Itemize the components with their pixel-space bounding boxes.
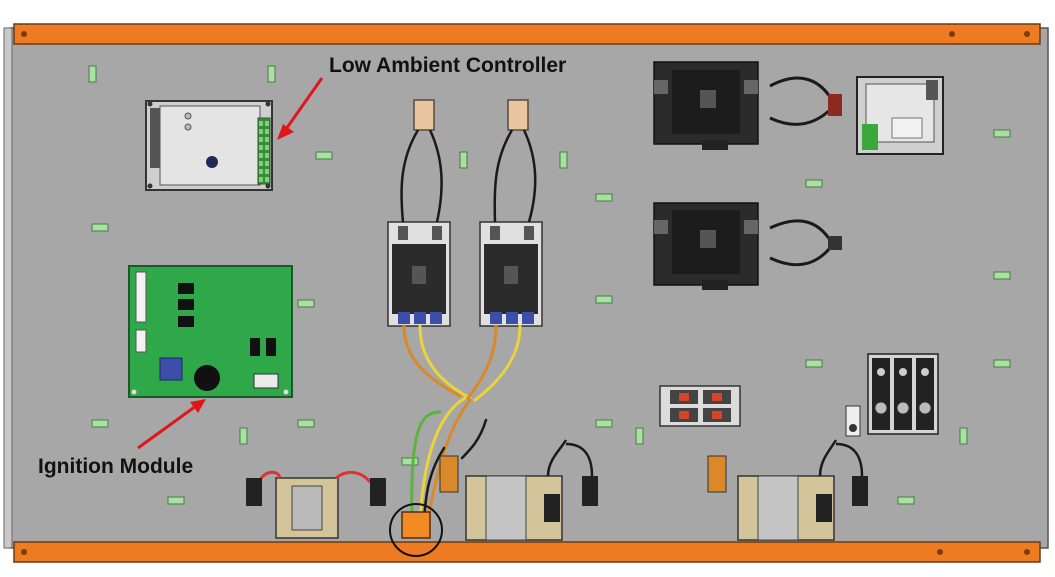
circle-highlight-icon	[389, 503, 443, 557]
top-rail-screw	[1024, 31, 1030, 37]
bottom-rail	[13, 541, 1041, 563]
control-board	[856, 76, 944, 155]
bottom-right-transformer	[707, 439, 868, 541]
fuse-block	[659, 385, 741, 427]
bottom-rail-screw	[1024, 549, 1030, 555]
terminal-block	[845, 353, 939, 437]
top-rail-screw	[21, 31, 27, 37]
bottom-center-transformer	[439, 439, 598, 541]
panel-left-edge	[3, 27, 13, 549]
wire-harness	[402, 324, 522, 522]
label-low-ambient-controller: Low Ambient Controller	[329, 54, 567, 77]
standoffs	[88, 65, 1011, 505]
label-ignition-module: Ignition Module	[38, 455, 194, 478]
mid-right-contactor	[653, 202, 842, 290]
left-center-contactor	[387, 221, 451, 327]
top-rail	[13, 23, 1041, 45]
low-ambient-controller	[145, 100, 273, 191]
top-rail-screw	[949, 31, 955, 37]
bottom-rail-screw	[937, 549, 943, 555]
bottom-left-transformer	[246, 470, 386, 539]
top-plug-connectors	[400, 99, 537, 223]
red-arrow-icon	[137, 399, 206, 450]
ignition-module	[128, 265, 293, 398]
top-right-contactor	[653, 61, 842, 150]
right-center-contactor	[479, 221, 543, 327]
bottom-rail-screw	[21, 549, 27, 555]
red-arrow-icon	[277, 77, 324, 140]
highlighted-connector	[389, 503, 443, 557]
